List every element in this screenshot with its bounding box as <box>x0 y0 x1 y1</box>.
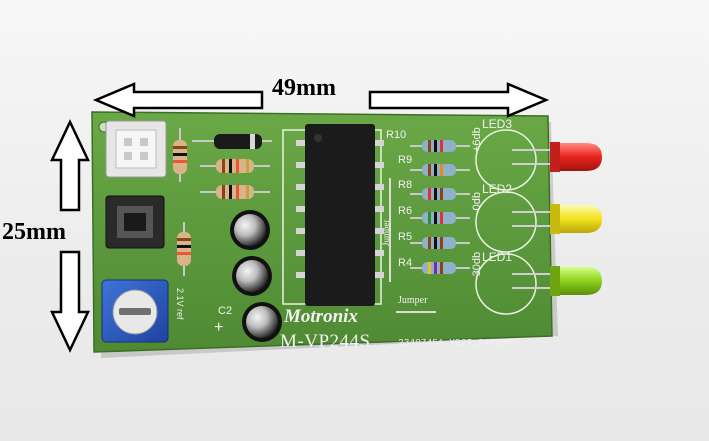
resistor-vertical-1 <box>173 128 187 182</box>
brand-label: Motronix <box>284 306 358 327</box>
plus-label: + <box>214 319 224 336</box>
capacitor-1 <box>230 210 270 250</box>
r10-label: R10 <box>386 129 407 141</box>
vref-label: 2.1V ref <box>175 288 185 320</box>
r4-label: R4 <box>398 257 413 269</box>
width-dimension-arrow <box>92 82 550 118</box>
r9-label: R9 <box>398 154 413 166</box>
capacitor-2 <box>232 256 272 296</box>
model-label: M-VP244S <box>280 331 371 352</box>
resistor-r10 <box>410 140 470 152</box>
r6-label: R6 <box>398 205 413 217</box>
r5-label: R5 <box>398 231 413 243</box>
capacitor-3 <box>242 302 282 342</box>
led-yellow <box>550 204 602 234</box>
led3-label: LED3 <box>482 117 513 131</box>
resistor-r9 <box>410 164 470 176</box>
resistor-r6 <box>410 212 470 224</box>
led2-label: LED2 <box>482 182 513 196</box>
resistor-vertical-2 <box>177 222 191 276</box>
width-dimension-label: 49mm <box>272 75 336 101</box>
led-green <box>550 266 602 296</box>
jumper-bottom-label: Jumper <box>398 295 428 306</box>
serial-label: 2340745A_Y927_240909 <box>398 337 513 348</box>
resistor-r5 <box>410 237 470 249</box>
resistor-horizontal-1 <box>200 159 270 173</box>
db-minus30-label: -30db <box>471 251 483 280</box>
resistor-horizontal-2 <box>200 185 270 199</box>
c2-label: C2 <box>218 305 233 317</box>
r8-label: R8 <box>398 179 413 191</box>
db-plus6-label: +6db <box>471 127 483 152</box>
height-dimension-label: 25mm <box>2 219 66 245</box>
db-minus0-label: -0db <box>471 191 483 214</box>
resistor-r8 <box>410 188 470 200</box>
led1-label: LED1 <box>482 250 513 264</box>
led-red <box>550 142 602 172</box>
height-dimension-arrow <box>50 119 90 353</box>
jumper-top-label: Jumper <box>381 219 391 247</box>
ic-chip <box>296 124 384 306</box>
resistor-r4 <box>410 262 470 274</box>
